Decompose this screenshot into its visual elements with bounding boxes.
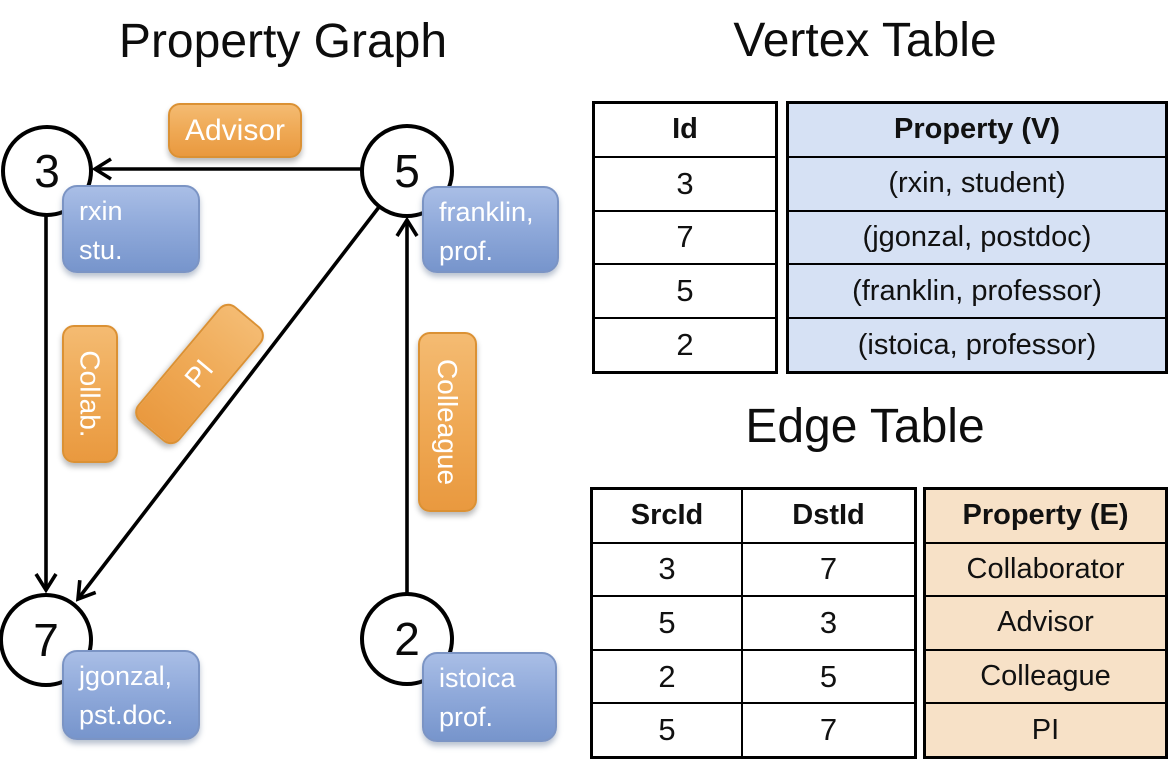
edge-prop-cell: PI (1031, 713, 1060, 746)
vertex-prop-cell: (jgonzal, postdoc) (862, 220, 1092, 253)
vertex-table-header-id: Id (672, 113, 698, 146)
edge-label-text: PI (178, 353, 220, 394)
vertex-id-cell: 5 (676, 273, 694, 309)
edge-dst-cell: 7 (819, 551, 838, 587)
vertex-table-title: Vertex Table (733, 14, 997, 67)
vertex-prop-cell: (rxin, student) (888, 167, 1066, 200)
edge-src-cell: 3 (593, 543, 743, 596)
node-id-3: 3 (34, 145, 60, 197)
edge-table-header-dstid: DstId (792, 499, 865, 532)
edge-label-text: Advisor (184, 113, 286, 147)
vertex-prop-box-5: franklin, prof. (422, 186, 559, 273)
table-row: 3 (595, 155, 775, 210)
table-row: Colleague (926, 648, 1165, 703)
edge-src-cell: 2 (593, 650, 743, 703)
vertex-prop-line: stu. (79, 235, 123, 266)
vertex-prop-line: prof. (439, 236, 494, 267)
vertex-prop-box-3: rxin stu. (62, 185, 200, 273)
edge-table-header-srcid: SrcId (593, 490, 743, 542)
table-row: Advisor (926, 595, 1165, 649)
node-id-2: 2 (394, 613, 420, 665)
edge-dst-cell: 5 (819, 658, 838, 694)
edge-prop-cell: Colleague (980, 660, 1111, 693)
edge-label-collab: Collab. (62, 325, 118, 463)
edge-table-property-column: Property (E) Collaborator Advisor Collea… (923, 487, 1168, 759)
vertex-prop-line: pst.doc. (79, 700, 174, 731)
property-graph-title: Property Graph (118, 15, 448, 68)
vertex-id-cell: 7 (676, 219, 694, 255)
edge-src-cell: 5 (593, 704, 743, 756)
vertex-prop-line: prof. (439, 702, 494, 733)
table-row: (rxin, student) (789, 155, 1165, 210)
table-row: 5 3 (593, 595, 914, 649)
vertex-table-header-property: Property (V) (789, 104, 1165, 156)
table-row: 3 7 (593, 541, 914, 596)
table-row: (jgonzal, postdoc) (789, 209, 1165, 264)
vertex-prop-line: rxin (79, 196, 123, 226)
vertex-table-id-column: Id 3 7 5 2 (592, 101, 778, 374)
table-row: 2 5 (593, 648, 914, 703)
edge-prop-cell: Advisor (997, 606, 1094, 639)
edge-label-colleague: Colleague (418, 332, 477, 512)
table-row: 7 (595, 209, 775, 264)
edge-table-title: Edge Table (745, 400, 985, 453)
vertex-prop-line: istoica (439, 663, 516, 693)
edge-label-text: Colleague (432, 358, 464, 486)
table-row: 5 (595, 263, 775, 317)
edge-dst-cell: 7 (819, 712, 838, 748)
table-row: PI (926, 702, 1165, 756)
vertex-prop-line: franklin, (439, 197, 534, 227)
table-row: (istoica, professor) (789, 317, 1165, 371)
vertex-prop-cell: (franklin, professor) (852, 274, 1102, 307)
node-id-7: 7 (33, 614, 59, 666)
edge-table-id-columns: SrcId DstId 3 7 5 3 2 5 5 7 (590, 487, 917, 759)
edge-prop-cell: Collaborator (966, 552, 1125, 585)
node-id-5: 5 (394, 145, 420, 197)
vertex-prop-box-2: istoica prof. (422, 652, 557, 742)
edge-src-cell: 5 (593, 597, 743, 649)
edge-dst-cell: 3 (819, 604, 838, 640)
vertex-prop-line: jgonzal, (79, 661, 173, 691)
edge-label-text: Collab. (75, 350, 107, 438)
table-row: (franklin, professor) (789, 263, 1165, 318)
edge-table-header-ids: SrcId DstId (593, 490, 914, 542)
edge-pi-5-to-7 (75, 205, 381, 602)
table-row: 5 7 (593, 702, 914, 756)
table-row: Collaborator (926, 541, 1165, 596)
vertex-table-property-column: Property (V) (rxin, student) (jgonzal, p… (786, 101, 1168, 374)
table-row: 2 (595, 317, 775, 371)
vertex-id-cell: 2 (676, 327, 694, 363)
edge-label-advisor: Advisor (168, 103, 302, 158)
vertex-prop-box-7: jgonzal, pst.doc. (62, 650, 200, 740)
vertex-prop-cell: (istoica, professor) (857, 328, 1097, 361)
edge-table-header-property: Property (E) (926, 490, 1165, 542)
vertex-id-cell: 3 (676, 165, 694, 201)
